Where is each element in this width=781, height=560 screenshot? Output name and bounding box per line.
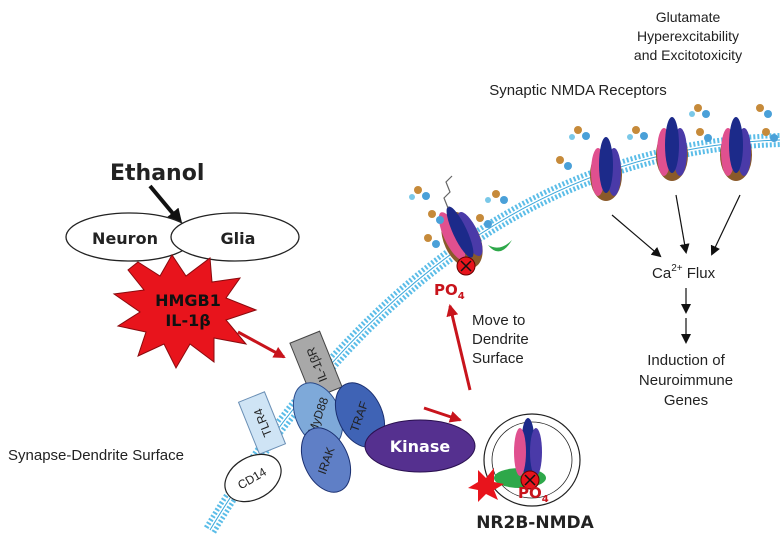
irak-node	[300, 427, 352, 493]
arrow-receptor2-ca	[675, 194, 690, 254]
nr2b-burst	[468, 468, 504, 502]
arrow-receptor3-ca	[710, 194, 741, 256]
po4-top-label: PO4	[434, 281, 465, 302]
glutamate-molecules-left	[409, 186, 508, 248]
move-line2: Dendrite	[472, 331, 529, 348]
glutamate-line2: Hyperexcitability	[637, 28, 739, 44]
neuron-label: Neuron	[92, 229, 158, 248]
ethanol-arrow	[148, 184, 183, 226]
il1b-label: IL-1β	[165, 311, 210, 330]
ca-flux-label: Ca2+ Flux	[652, 263, 716, 282]
glutamate-line1: Glutamate	[656, 9, 721, 25]
kinase-node	[364, 419, 476, 473]
ethanol-label: Ethanol	[110, 161, 204, 186]
synaptic-nmda-receptor-1	[590, 137, 622, 201]
kinase-label: Kinase	[390, 437, 451, 456]
synapse-surface-label: Synapse-Dendrite Surface	[8, 447, 184, 464]
po4-bottom-label: PO4	[518, 484, 549, 505]
induction-line1: Induction of	[647, 352, 725, 369]
induction-line2: Neuroimmune	[639, 372, 733, 389]
move-line1: Move to	[472, 312, 525, 329]
arrow-receptor1-ca	[611, 214, 662, 258]
hmgb1-burst	[112, 254, 258, 370]
induction-line3: Genes	[664, 392, 708, 409]
glutamate-molecules-synaptic	[556, 104, 778, 170]
nr2b-receptor	[494, 418, 546, 490]
hmgb1-label: HMGB1	[155, 291, 221, 310]
tlr4-receptor: TLR4	[237, 391, 287, 455]
glia-ellipse	[170, 212, 300, 262]
synaptic-nmda-label: Synaptic NMDA Receptors	[489, 82, 667, 99]
kinase-to-nr2b-arrow	[423, 406, 462, 423]
glutamate-line3: and Excitotoxicity	[634, 47, 742, 63]
glia-label: Glia	[221, 229, 256, 248]
synaptic-nmda-receptor-2	[656, 117, 688, 181]
il1b-arrow	[237, 330, 286, 359]
move-line3: Surface	[472, 350, 524, 367]
move-to-surface-arrow	[446, 304, 472, 391]
surface-nmda-receptor	[438, 175, 512, 276]
cd14-node	[224, 453, 282, 503]
synaptic-nmda-receptor-3	[720, 117, 752, 181]
nr2b-label: NR2B-NMDA	[476, 513, 594, 533]
il1br-receptor: IL-1βR	[289, 330, 343, 400]
